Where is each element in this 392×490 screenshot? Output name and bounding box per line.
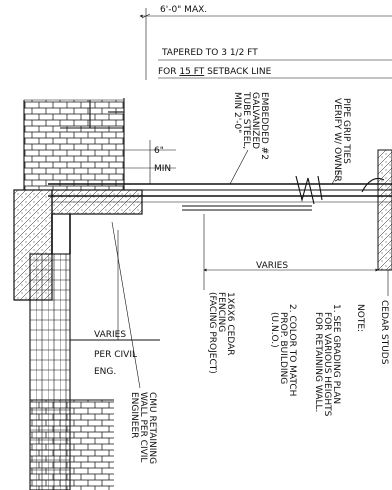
tapered-line-2-prefix: FOR	[158, 67, 179, 77]
tapered-line-2: FOR 15 FT SETBACK LINE	[158, 67, 272, 77]
min-dim-word: MIN	[154, 164, 171, 174]
note-1-line-2: FOR VARIOUS HEIGHTS	[322, 312, 332, 417]
note-title: NOTE:	[355, 304, 365, 332]
brick-wall-section	[23, 98, 125, 190]
varies-per-civil: VARIES PER CIVIL ENG.	[70, 230, 160, 377]
note-2-line-1: 2. COLOR TO MATCH	[287, 304, 297, 396]
tapered-line-2-suffix: SETBACK LINE	[204, 67, 271, 77]
cmu-leader	[111, 221, 141, 389]
cedar-post	[361, 149, 392, 271]
tapered-note: TAPERED TO 3 1/2 FT FOR 15 FT SETBACK LI…	[158, 48, 392, 79]
min-dim-value: 6"	[154, 146, 164, 156]
embedded-steel-note: EMBEDDED #2 GALVANIZED TUBE STEEL, MIN 2…	[232, 91, 269, 160]
cedar-studs-label: CEDAR STUDS	[379, 300, 389, 365]
fence-rails	[48, 175, 392, 211]
fencing-line-1: 1X6X6 CEDAR	[225, 292, 235, 356]
cmu-wall-note: CMU RETAINING WALL PER CIVIL ENGINEER	[129, 392, 157, 464]
pipe-grip-note: PIPE GRIP TIES VERIFY W/ OWNER	[332, 98, 351, 182]
min-dimension: 6" MIN	[124, 140, 176, 184]
pipe-line-1: PIPE GRIP TIES	[341, 98, 351, 164]
cmu-line-1: CMU RETAINING	[147, 392, 157, 464]
embedded-line-3: TUBE STEEL,	[241, 91, 251, 149]
max-dim-label: 6'-0" MAX.	[160, 5, 207, 15]
cedar-studs-note: CEDAR STUDS	[379, 300, 389, 365]
pipe-leader	[331, 169, 341, 185]
embedded-leader	[229, 149, 249, 185]
cmu-line-2: WALL PER CIVIL	[138, 392, 148, 462]
tapered-line-1: TAPERED TO 3 1/2 FT	[161, 48, 258, 58]
embedded-line-4: MIN 2'-0"	[232, 92, 242, 133]
note-2-line-3: (U.N.O.)	[269, 312, 279, 348]
varies-horizontal-dim: VARIES	[203, 214, 379, 290]
cmu-retaining-wall	[29, 214, 114, 490]
note-2-line-2: PROP. BUILDING	[278, 312, 288, 384]
fencing-note: 1X6X6 CEDAR FENCING (FACING PROJECT)	[207, 292, 235, 374]
varies-left-label: VARIES	[94, 330, 126, 340]
embedded-line-2: GALVANIZED	[250, 92, 260, 149]
cmu-line-3: ENGINEER	[129, 392, 139, 438]
per-civil-line-2: ENG.	[94, 367, 116, 377]
varies-top-label: VARIES	[256, 261, 288, 271]
tapered-line-2-underlined: 15 FT	[179, 67, 204, 77]
fencing-line-3: (FACING PROJECT)	[207, 292, 217, 374]
pipe-line-2: VERIFY W/ OWNER	[332, 98, 342, 182]
embedded-line-1: EMBEDDED #2	[259, 92, 269, 160]
fencing-line-2: FENCING	[216, 292, 226, 332]
note-1-line-3: FOR RETAINING WALL.	[313, 312, 323, 412]
per-civil-line-1: PER CIVIL	[94, 350, 137, 360]
note-1-line-1: 1. SEE GRADING PLAN	[331, 304, 341, 404]
general-notes: NOTE: 1. SEE GRADING PLAN FOR VARIOUS HE…	[269, 304, 365, 417]
max-dimension: 6'-0" MAX.	[139, 5, 392, 80]
